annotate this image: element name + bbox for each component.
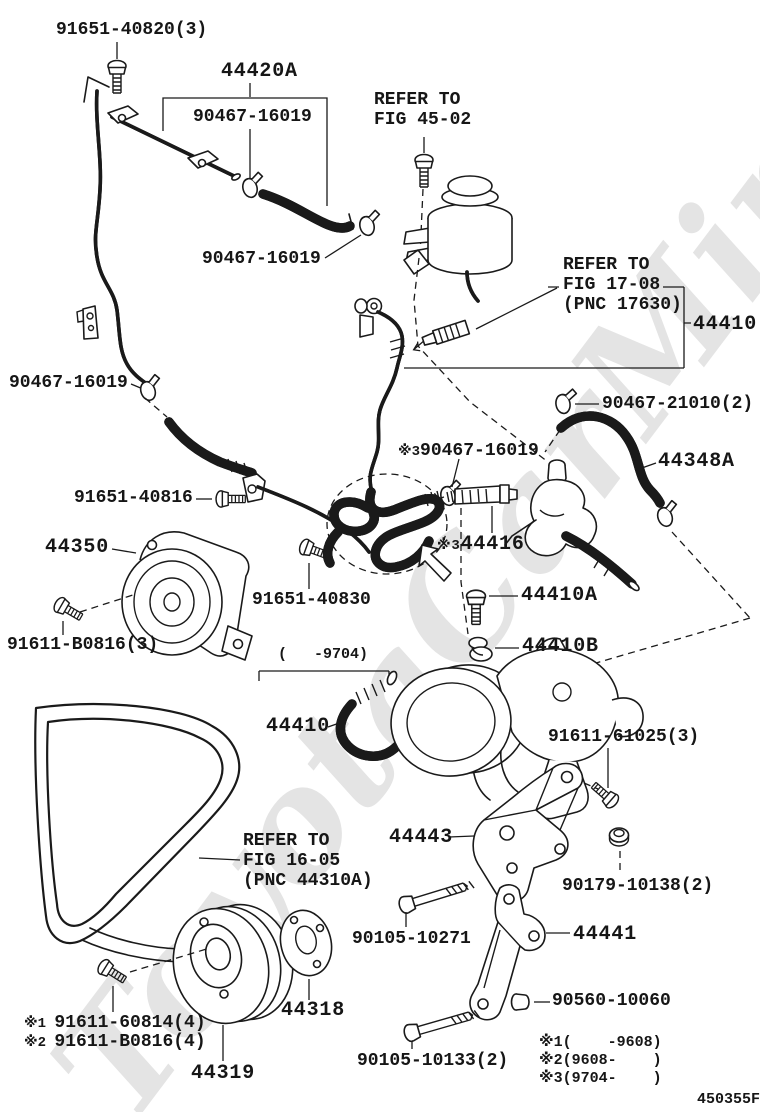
bracket-44441-drawing bbox=[401, 884, 570, 1049]
pump-lower-drawing bbox=[258, 637, 644, 820]
steering-gear-drawing bbox=[496, 387, 751, 693]
pressure-tube-drawing bbox=[296, 297, 519, 662]
fig-17-08-union-drawing bbox=[404, 286, 691, 369]
bracket-44443-drawing bbox=[396, 748, 630, 927]
return-tube-drawing bbox=[76, 42, 385, 554]
pulley-plate-drawing bbox=[279, 909, 333, 1000]
pulley-drawing bbox=[94, 903, 294, 1061]
reservoir-drawing bbox=[403, 137, 549, 463]
vane-pump-upper-drawing bbox=[50, 531, 253, 661]
